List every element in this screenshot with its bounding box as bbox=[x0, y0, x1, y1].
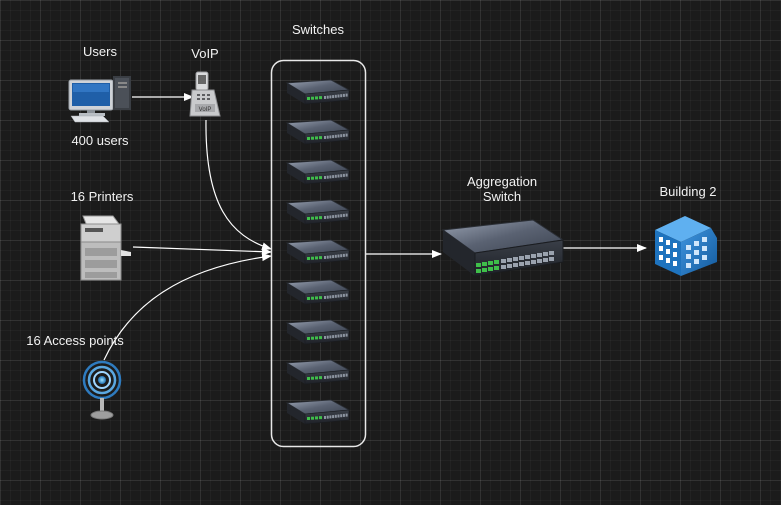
voip-label: VoIP bbox=[191, 46, 219, 61]
network-switch-icon bbox=[285, 199, 351, 225]
connectors bbox=[103, 93, 647, 361]
users-label: Users bbox=[83, 44, 117, 59]
printers-label: 16 Printers bbox=[70, 189, 134, 204]
connector-printers-to-switches bbox=[132, 246, 272, 256]
network-switch-icon bbox=[285, 79, 351, 105]
wireless-access-point-icon bbox=[82, 360, 122, 420]
building-label: Building 2 bbox=[659, 184, 717, 199]
network-switch-icon bbox=[285, 359, 351, 385]
access-points-label: 16 Access points bbox=[26, 333, 124, 348]
switch-stack bbox=[285, 79, 351, 425]
switches-label: Switches bbox=[291, 22, 345, 37]
connector-voip-to-switches bbox=[205, 119, 272, 251]
aggregation-switch-icon bbox=[441, 219, 565, 277]
network-switch-icon bbox=[285, 279, 351, 305]
voip-phone-icon: VoIP bbox=[189, 71, 221, 117]
building-icon bbox=[655, 216, 717, 276]
network-switch-icon bbox=[285, 399, 351, 425]
network-switch-icon bbox=[285, 119, 351, 145]
aggregation-label-line2: Switch bbox=[482, 189, 522, 204]
desktop-computer-icon bbox=[68, 76, 131, 123]
network-switch-icon bbox=[285, 239, 351, 265]
users-count-label: 400 users bbox=[71, 133, 129, 148]
aggregation-label-line1: Aggregation bbox=[466, 174, 538, 189]
connector-access-points-to-switches bbox=[103, 253, 272, 361]
network-switch-icon bbox=[285, 319, 351, 345]
switches-container bbox=[270, 59, 367, 448]
aggregation-switch-label: Aggregation Switch bbox=[450, 174, 554, 204]
printer-icon bbox=[80, 215, 131, 281]
network-switch-icon bbox=[285, 159, 351, 185]
svg-text:VoIP: VoIP bbox=[199, 107, 212, 113]
